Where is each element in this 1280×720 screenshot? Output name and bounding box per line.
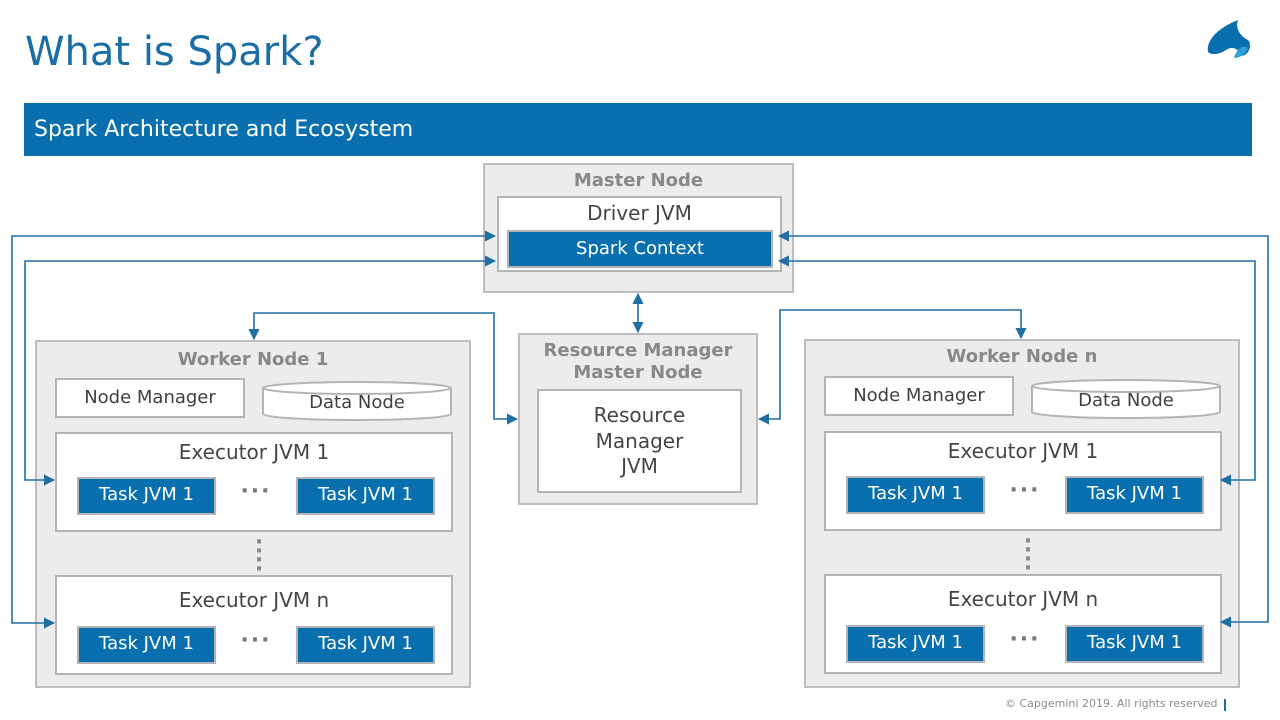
banner-text: Spark Architecture and Ecosystem <box>34 117 414 142</box>
master-node: Master Node Driver JVM Spark Context <box>483 163 794 293</box>
resource-manager-title-line1: Resource Manager <box>543 340 733 361</box>
spark-context[interactable]: Spark Context <box>507 230 773 268</box>
resource-manager-node: Resource Manager Master Node Resource Ma… <box>518 333 758 505</box>
arrow-workern-to-resource-manager <box>757 309 1027 425</box>
task-jvm[interactable]: Task JVM 1 <box>1065 625 1204 663</box>
rm-jvm-line1: Resource <box>593 403 686 427</box>
resource-manager-title-line2: Master Node <box>573 362 703 383</box>
section-banner: Spark Architecture and Ecosystem <box>24 103 1252 156</box>
task-jvm[interactable]: Task JVM 1 <box>296 626 435 664</box>
arrow-driver-to-w1-executor-1 <box>24 255 497 486</box>
arrow-driver-to-wn-executor-1 <box>777 255 1256 486</box>
copyright-text: © Capgemini 2019. All rights reserved <box>1005 697 1218 710</box>
capgemini-spade-icon <box>1204 18 1254 60</box>
footer-divider <box>1224 699 1226 711</box>
rm-jvm-line2: Manager <box>595 429 684 453</box>
more-tasks-dots: ··· <box>1009 627 1041 652</box>
task-jvm[interactable]: Task JVM 1 <box>846 625 985 663</box>
arrow-driver-to-wn-executor-n <box>777 230 1269 628</box>
arrow-driver-to-w1-executor-n <box>11 230 497 629</box>
resource-manager-jvm: Resource Manager JVM <box>537 389 742 493</box>
arrow-worker1-to-resource-manager <box>248 312 519 425</box>
more-tasks-dots: ··· <box>240 628 272 653</box>
master-node-title: Master Node <box>573 170 704 191</box>
driver-jvm: Driver JVM Spark Context <box>497 196 782 272</box>
driver-jvm-title: Driver JVM <box>587 201 692 225</box>
task-jvm[interactable]: Task JVM 1 <box>77 626 216 664</box>
rm-jvm-line3: JVM <box>621 454 658 478</box>
page-title: What is Spark? <box>25 29 324 75</box>
